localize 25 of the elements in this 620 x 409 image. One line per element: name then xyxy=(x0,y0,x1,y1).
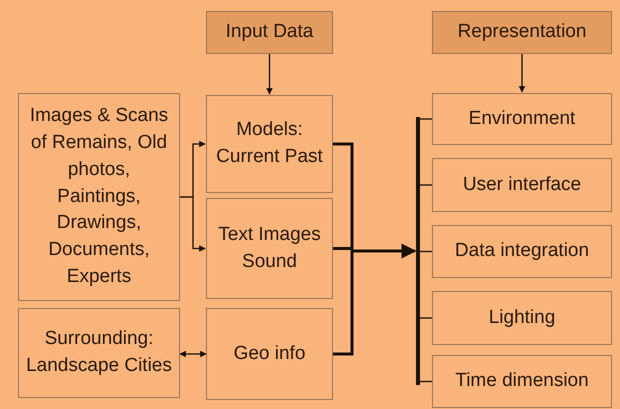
connector-line xyxy=(420,250,432,252)
process-box: Geo info xyxy=(206,308,333,400)
arrow xyxy=(179,350,207,358)
process-box: Data integration xyxy=(432,225,612,278)
process-box: Text Images Sound xyxy=(206,198,333,299)
process-box: User interface xyxy=(432,158,612,212)
connector-line xyxy=(420,380,432,382)
header-box: Input Data xyxy=(206,11,333,54)
process-box: Images & Scans of Remains, Old photos, Paintings, Drawings, Documents, Experts xyxy=(18,93,180,301)
connector-line xyxy=(420,118,432,120)
process-box: Lighting xyxy=(432,291,612,345)
arrow xyxy=(518,54,526,93)
connector-line xyxy=(420,184,432,186)
header-box: Representation xyxy=(432,11,612,54)
arrow xyxy=(352,244,416,258)
arrow xyxy=(266,54,273,95)
process-box: Surrounding: Landscape Cities xyxy=(18,308,180,398)
connector-line xyxy=(333,247,354,251)
connector-line xyxy=(420,317,432,319)
bracket-bar xyxy=(416,117,420,385)
connector-line xyxy=(333,251,354,356)
arrow xyxy=(180,196,206,252)
process-box: Time dimension xyxy=(432,355,612,408)
process-box: Environment xyxy=(432,93,612,145)
process-box: Models: Current Past xyxy=(206,95,333,193)
